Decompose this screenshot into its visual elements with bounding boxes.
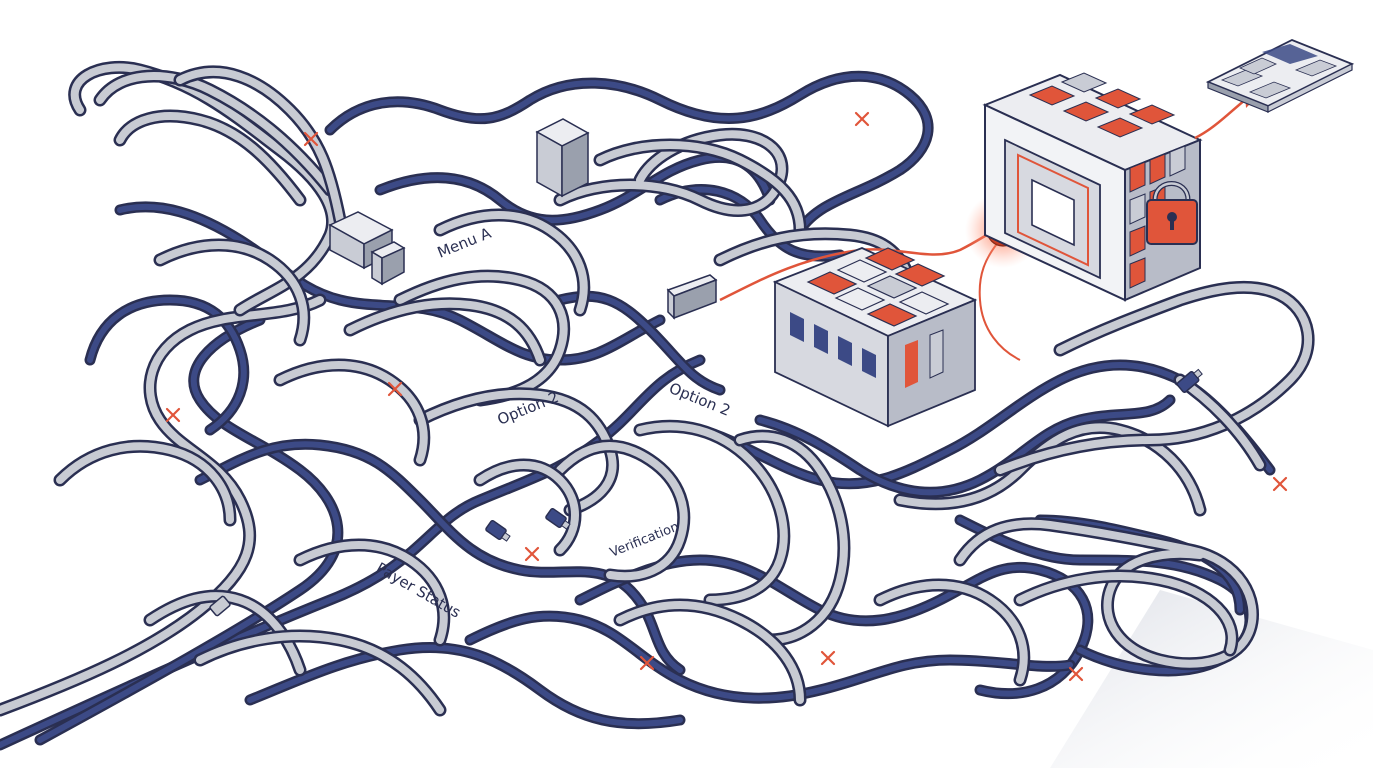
dashboard-panel-icon: [1205, 39, 1355, 113]
vault-safe-icon: [982, 72, 1203, 302]
dead-end-x-icon: [639, 655, 655, 671]
dead-end-x-icon: [1272, 476, 1288, 492]
padlock-icon: [1146, 181, 1198, 245]
gray-cable: [436, 211, 588, 314]
navy-cable: [957, 517, 1253, 674]
dead-end-x-icon: [854, 111, 870, 127]
gray-cable: [596, 141, 804, 234]
gray-cable: [176, 68, 344, 224]
junction-box: [666, 274, 718, 320]
gray-cable: [0, 296, 324, 714]
dead-end-x-icon: [820, 650, 836, 666]
gray-cable: [1016, 572, 1236, 654]
cable-connector-icon: [545, 507, 571, 530]
navy-cable: [37, 317, 341, 743]
gray-cable: [636, 422, 788, 604]
cable-connectors: [209, 368, 1203, 617]
cable-connector-icon: [209, 595, 231, 617]
gray-cable: [70, 63, 337, 314]
dead-end-markers: [165, 111, 1288, 682]
junction-boxes: [328, 118, 718, 320]
gray-cable: [476, 461, 579, 554]
cable-outline: [244, 641, 686, 730]
gray-cable: [736, 432, 848, 644]
gray-cable: [556, 442, 688, 581]
gray-cable: [296, 541, 448, 644]
gray-cable: [116, 112, 304, 204]
navy-cable: [467, 613, 1073, 702]
junction-box: [370, 241, 406, 286]
navy-cable: [87, 297, 247, 433]
data-center-icon: [772, 247, 978, 428]
dead-end-x-icon: [1068, 666, 1084, 682]
cable-connector-icon: [1176, 368, 1203, 393]
gray-cable: [996, 283, 1312, 474]
gray-cable: [156, 241, 308, 344]
navy-cable: [327, 73, 931, 233]
ground-shadow: [1050, 590, 1373, 768]
navy-cable: [557, 293, 723, 393]
dead-end-x-icon: [524, 546, 540, 562]
gray-cable: [956, 519, 1257, 668]
gray-cable: [276, 361, 428, 464]
navy-cable: [757, 397, 1173, 496]
gray-cable: [876, 581, 1028, 684]
dead-end-x-icon: [303, 131, 319, 147]
gray-cable: [396, 272, 568, 404]
gray-cable: [416, 389, 617, 514]
dead-end-x-icon: [165, 407, 181, 423]
gray-cable: [196, 632, 444, 714]
gray-cable: [896, 423, 1204, 514]
gray-cable: [96, 72, 334, 194]
navy-cable: [197, 441, 683, 673]
junction-box: [535, 118, 590, 198]
gray-cable: [616, 601, 804, 704]
dead-end-x-icon: [387, 381, 403, 397]
gray-cable: [146, 592, 304, 674]
gray-cable: [346, 299, 544, 364]
gray-cable: [56, 442, 234, 524]
navy-cable: [247, 644, 683, 727]
cable-connector-icon: [485, 519, 511, 542]
